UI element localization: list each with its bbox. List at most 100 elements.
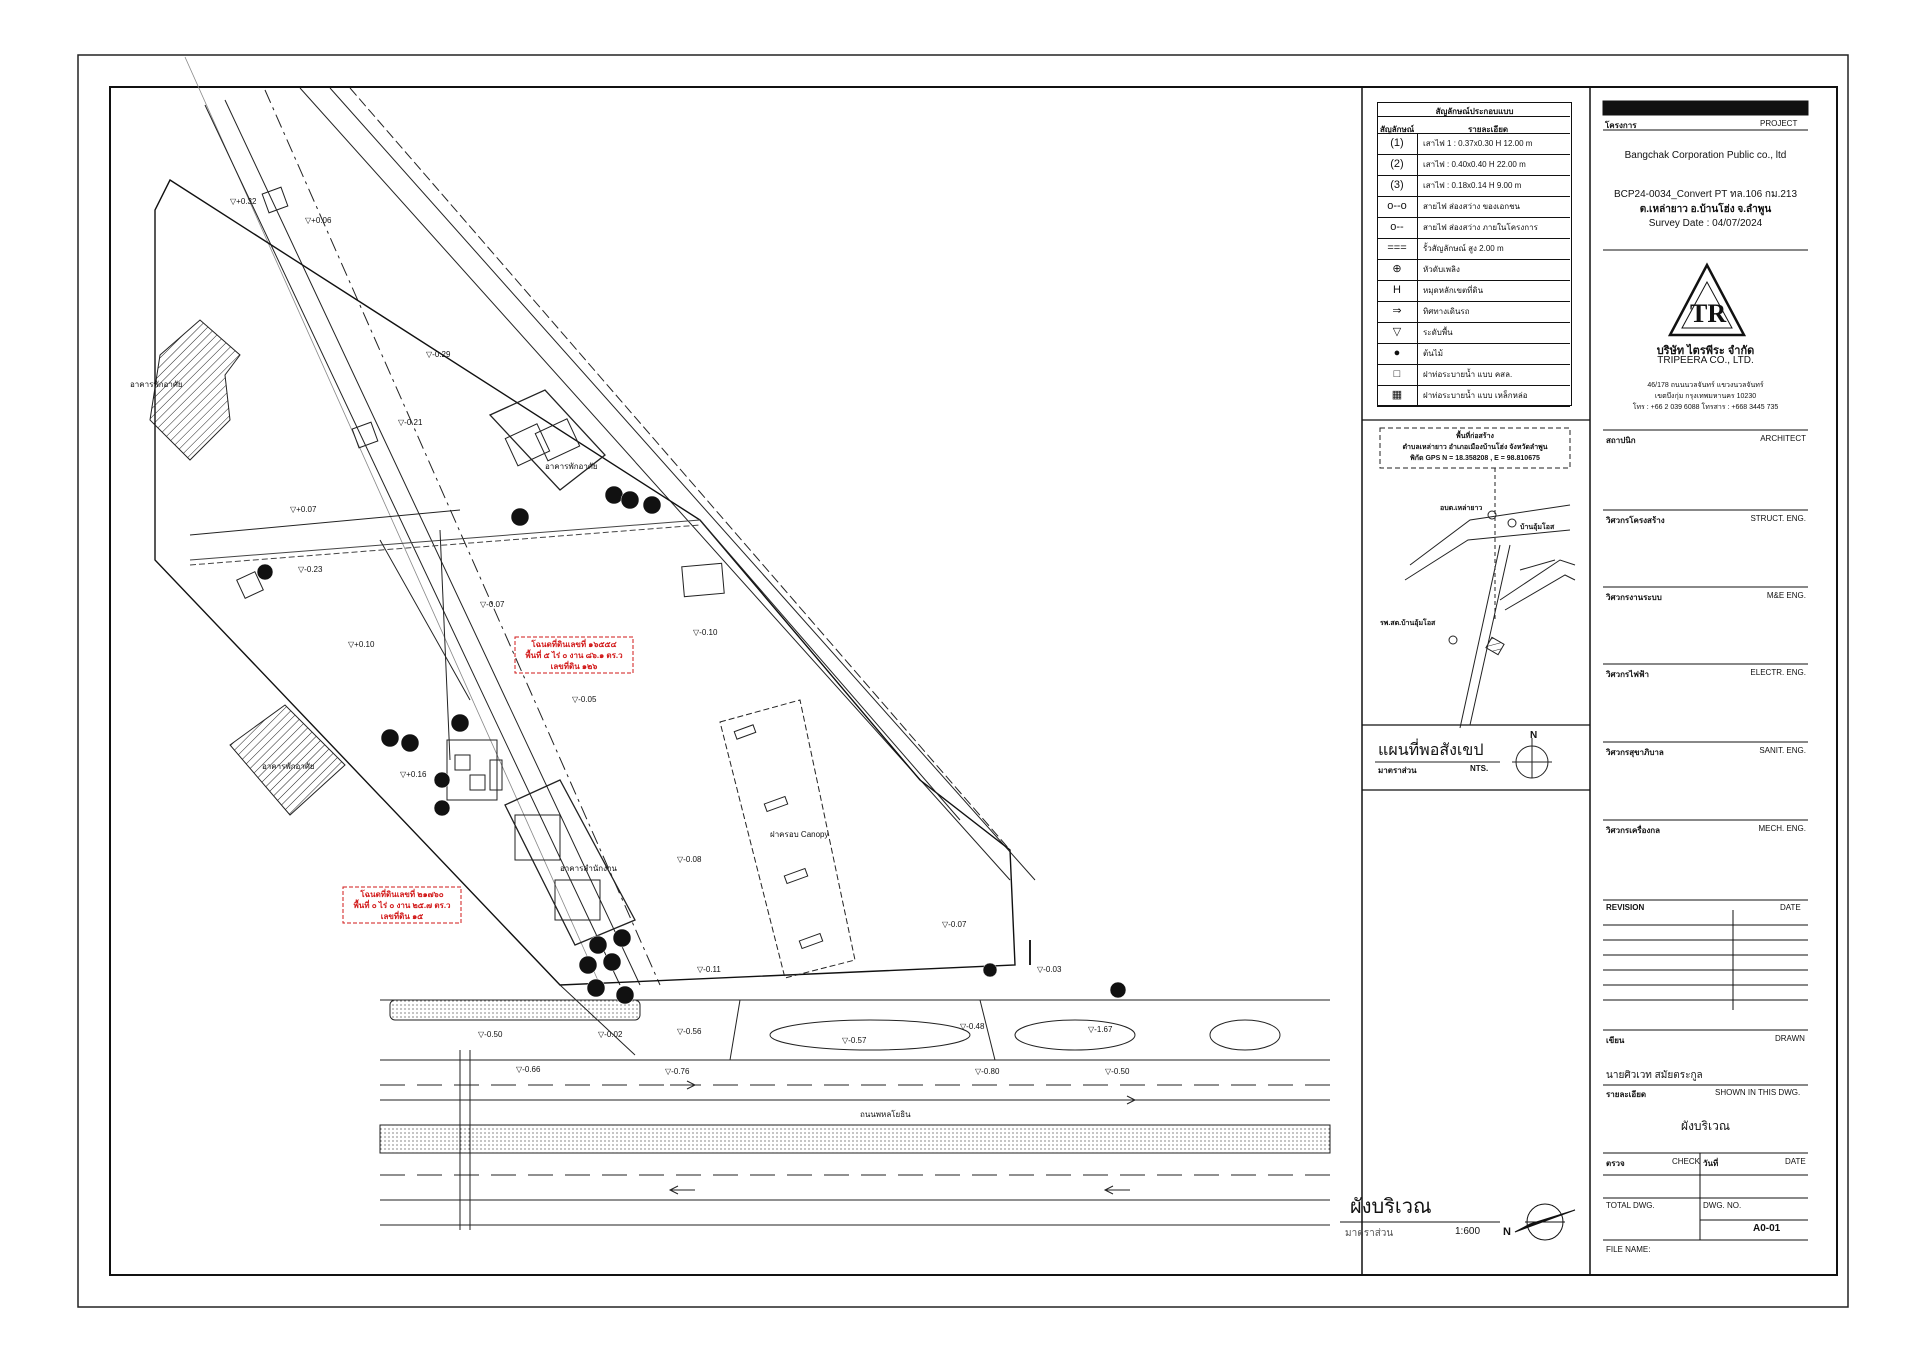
plot-2-line2: พื้นที่ ๐ ไร่ ๐ งาน ๒๕.๗ ตร.ว <box>353 901 451 910</box>
plot-1-label: โฉนดที่ดินเลขที่ ๑๖๕๕๔ พื้นที่ ๕ ไร่ ๐ ง… <box>518 639 630 672</box>
elevation-mark: ▽+0.07 <box>290 505 317 514</box>
legend-row-text: ฝาท่อระบายน้ำ แบบ เหล็กหล่อ <box>1423 391 1528 400</box>
location-box-line1: พื้นที่ก่อสร้าง <box>1456 433 1494 440</box>
legend-symbol-icon: (2) <box>1377 154 1418 175</box>
role-label-en: M&E ENG. <box>1766 591 1806 600</box>
legend-symbol-icon: === <box>1377 238 1418 259</box>
role-label-en: MECH. ENG. <box>1758 824 1806 833</box>
role-label-th: สถาปนิก <box>1606 436 1636 445</box>
elevation-mark: ▽-0.05 <box>572 695 597 704</box>
job-line: BCP24-0034_Convert PT ทล.106 กม.213 <box>1613 189 1798 200</box>
road-label: ถนนพหลโยธิน <box>860 1110 911 1119</box>
role-label-th: วิศวกรโครงสร้าง <box>1606 516 1665 525</box>
location-box-text: พื้นที่ก่อสร้าง ตำบลเหล่ายาว อำเภอเมืองบ… <box>1382 431 1568 464</box>
company-addr1: 46/178 ถนนนวลจันทร์ แขวงนวลจันทร์ <box>1647 382 1764 389</box>
legend-row: □ฝาท่อระบายน้ำ แบบ คสล. <box>1377 364 1570 386</box>
legend-row-text: ระดับพื้น <box>1423 328 1453 337</box>
traffic-arrows <box>668 1080 1137 1195</box>
location-map-north: N <box>1530 730 1538 741</box>
location-map-title: แผนที่พอสังเขป <box>1378 742 1484 759</box>
legend-row-text: สายไฟ ส่องสว่าง ของเอกชน <box>1423 202 1521 211</box>
svg-text:TR: TR <box>1690 299 1726 328</box>
project-label-en: PROJECT <box>1760 119 1798 128</box>
hatched-building-1 <box>149 319 241 461</box>
legend-row: (3)เสาไฟ : 0.18x0.14 H 9.00 m <box>1377 175 1570 197</box>
elevation-mark: ▽-0.11 <box>697 965 721 974</box>
sheet-outer-border <box>77 54 1849 1308</box>
plan-north-arrow <box>1514 1203 1576 1241</box>
company-en: TRIPEERA CO., LTD. <box>1657 355 1754 366</box>
legend-row: o--สายไฟ ส่องสว่าง ภายในโครงการ <box>1377 217 1570 239</box>
station-office-label: อาคารสำนักงาน <box>560 864 617 873</box>
legend-symbol-icon: ⇒ <box>1377 301 1418 322</box>
title-block-lines <box>1602 100 1809 1241</box>
project-label-th: โครงการ <box>1605 121 1637 130</box>
legend-row: ▽ ระดับพื้น <box>1377 322 1570 344</box>
legend-row: ⊕ หัวดับเพลิง <box>1377 259 1570 281</box>
check-label-th: ตรวจ <box>1606 1159 1625 1168</box>
place-label-2: บ้านอุ้มโอส <box>1520 524 1555 531</box>
tree-symbols <box>256 485 1127 1005</box>
location-map-lines <box>1375 427 1576 779</box>
plot-1-line3: เลขที่ดิน ๑๒๖ <box>550 662 598 671</box>
plot-2-line1: โฉนดที่ดินเลขที่ ๒๑๗๖๐ <box>360 890 444 899</box>
legend-row-text: สายไฟ ส่องสว่าง ภายในโครงการ <box>1423 223 1538 232</box>
building-left2-label: อาคารพักอาศัย <box>262 762 315 771</box>
place-label-3: รพ.สต.บ้านอุ้มโอส <box>1380 620 1436 627</box>
role-label-th: วิศวกรเครื่องกล <box>1606 826 1661 835</box>
elevation-mark: ▽-0.50 <box>1105 1067 1130 1076</box>
elevation-mark: ▽-0.50 <box>478 1030 503 1039</box>
legend-row: ▦ ฝาท่อระบายน้ำ แบบ เหล็กหล่อ <box>1377 385 1570 407</box>
hatched-building-2 <box>229 704 346 816</box>
role-label-th: วิศวกรสุขาภิบาล <box>1606 748 1664 757</box>
drawing-title: ผังบริเวณ <box>1681 1119 1730 1133</box>
building-top-label: อาคารพักอาศัย <box>545 462 598 471</box>
company-th: บริษัท ไตรพีระ จำกัด <box>1656 345 1755 357</box>
revision-label: REVISION <box>1606 903 1645 912</box>
details-label-en: SHOWN IN THIS DWG. <box>1715 1088 1801 1097</box>
legend-symbol-icon: (1) <box>1377 133 1418 154</box>
plot-1-line2: พื้นที่ ๕ ไร่ ๐ งาน ๘๖.๑ ตร.ว <box>525 651 623 660</box>
plot-label-box-2 <box>342 886 462 924</box>
file-name-label: FILE NAME: <box>1606 1245 1651 1254</box>
drawn-label-en: DRAWN <box>1775 1034 1805 1043</box>
plot-2-label: โฉนดที่ดินเลขที่ ๒๑๗๖๐ พื้นที่ ๐ ไร่ ๐ ง… <box>346 889 458 922</box>
revision-date-label: DATE <box>1780 903 1801 912</box>
role-label-th: วิศวกรไฟฟ้า <box>1606 670 1650 679</box>
role-label-en: ARCHITECT <box>1760 434 1806 443</box>
site-lines <box>154 56 1331 1230</box>
plan-scale-value: 1:600 <box>1455 1226 1481 1237</box>
place-label-1: อบต.เหล่ายาว <box>1440 505 1483 512</box>
canopy-label: ฝาครอบ Canopy <box>770 830 829 839</box>
legend-title: สัญลักษณ์ประกอบแบบ <box>1435 107 1514 116</box>
legend-symbol-icon: ▽ <box>1377 322 1418 343</box>
legend-row-text: หัวดับเพลิง <box>1423 265 1460 274</box>
drawn-name: นายศิวเวท สมัยตระกูล <box>1606 1070 1703 1081</box>
drawn-label-th: เขียน <box>1606 1036 1625 1045</box>
elevation-mark: ▽+0.06 <box>305 216 332 225</box>
elevation-mark: ▽-0.56 <box>677 1027 702 1036</box>
elevation-mark: ▽-0.80 <box>975 1067 1000 1076</box>
legend-symbol-icon: ▦ <box>1377 385 1418 406</box>
check-label-en: CHECK <box>1672 1157 1701 1166</box>
legend-symbol-icon: H <box>1377 280 1418 301</box>
plot-1-line1: โฉนดที่ดินเลขที่ ๑๖๕๕๔ <box>531 640 617 649</box>
legend-symbol-icon: ⊕ <box>1377 259 1418 280</box>
role-label-th: วิศวกรงานระบบ <box>1606 593 1662 602</box>
legend-row: (1)เสาไฟ 1 : 0.37x0.30 H 12.00 m <box>1377 133 1570 155</box>
legend-row-text: รั้วสัญลักษณ์ สูง 2.00 m <box>1423 244 1504 253</box>
elevation-mark: ▽+0.16 <box>400 770 427 779</box>
legend-col-symbol: สัญลักษณ์ <box>1380 125 1415 134</box>
elevation-mark: ▽-0.02 <box>598 1030 623 1039</box>
company-addr2: เขตบึงกุ่ม กรุงเทพมหานคร 10230 <box>1654 393 1757 400</box>
elevation-mark: ▽-0.29 <box>426 350 451 359</box>
legend-row: === รั้วสัญลักษณ์ สูง 2.00 m <box>1377 238 1570 260</box>
elevation-mark: ▽-0.21 <box>398 418 423 427</box>
elevation-mark: ▽-0.76 <box>665 1067 690 1076</box>
location-line: ต.เหล่ายาว อ.บ้านโฮ่ง จ.ลำพูน <box>1639 204 1772 215</box>
legend-row-text: เสาไฟ : 0.40x0.40 H 22.00 m <box>1423 160 1526 169</box>
location-box-line2: ตำบลเหล่ายาว อำเภอเมืองบ้านโฮ่ง จังหวัดล… <box>1402 444 1548 451</box>
elevation-mark: ▽-0.07 <box>942 920 967 929</box>
